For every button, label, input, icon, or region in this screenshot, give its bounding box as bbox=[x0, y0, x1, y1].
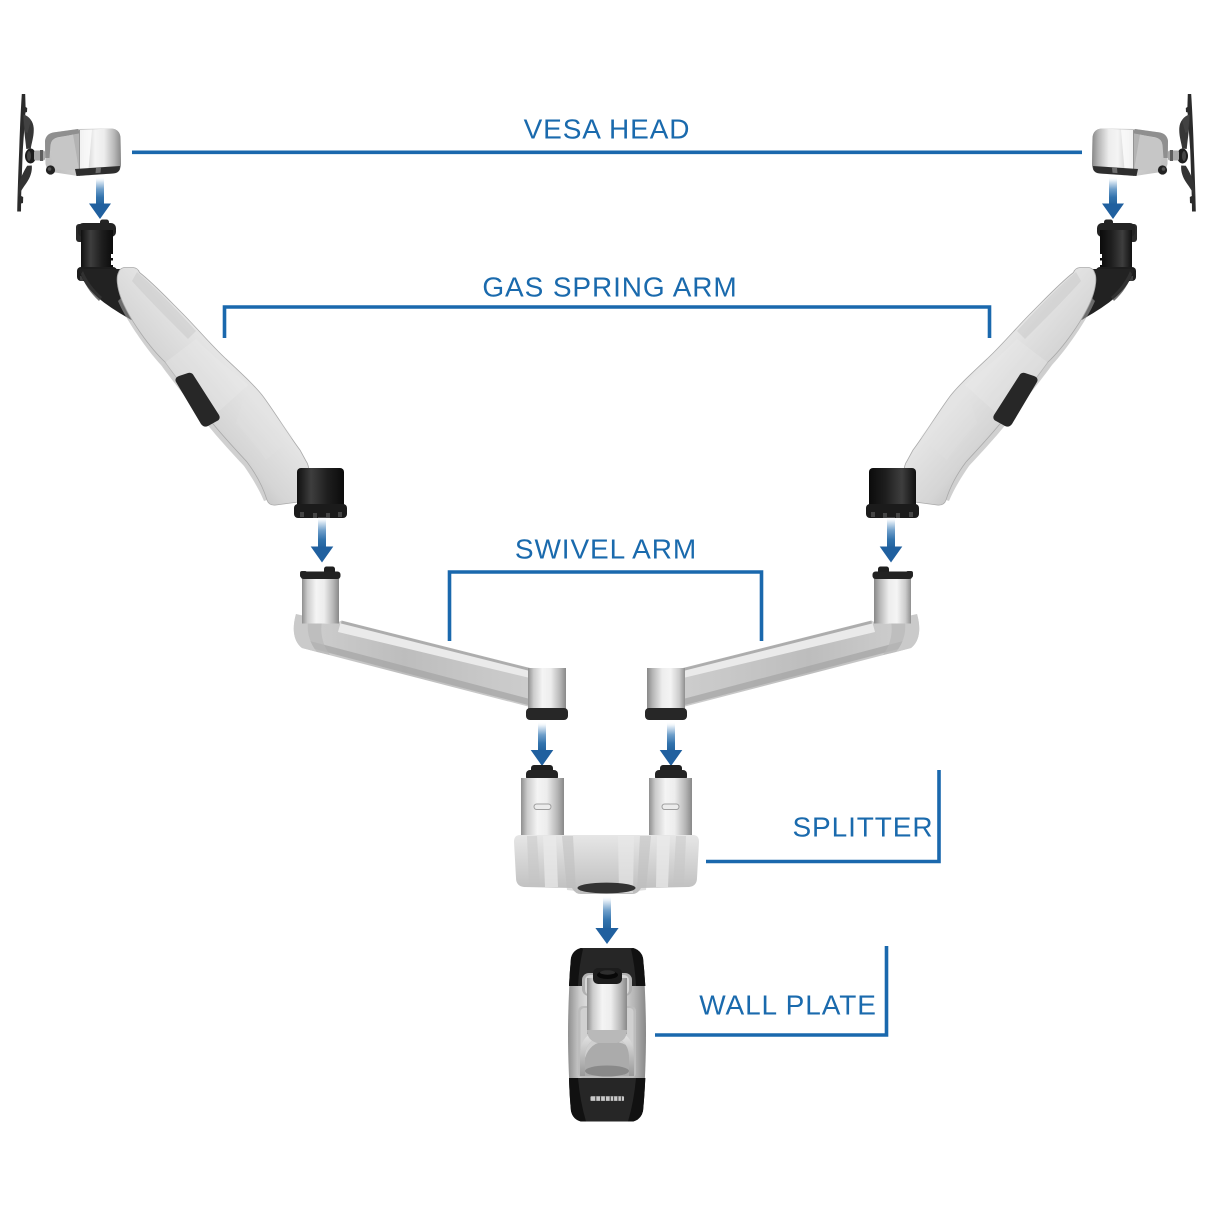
svg-text:SPLITTER: SPLITTER bbox=[792, 812, 933, 843]
svg-text:GAS SPRING ARM: GAS SPRING ARM bbox=[482, 272, 737, 303]
svg-text:VESA HEAD: VESA HEAD bbox=[524, 114, 691, 145]
svg-text:WALL PLATE: WALL PLATE bbox=[699, 990, 877, 1021]
svg-text:SWIVEL ARM: SWIVEL ARM bbox=[515, 534, 697, 565]
